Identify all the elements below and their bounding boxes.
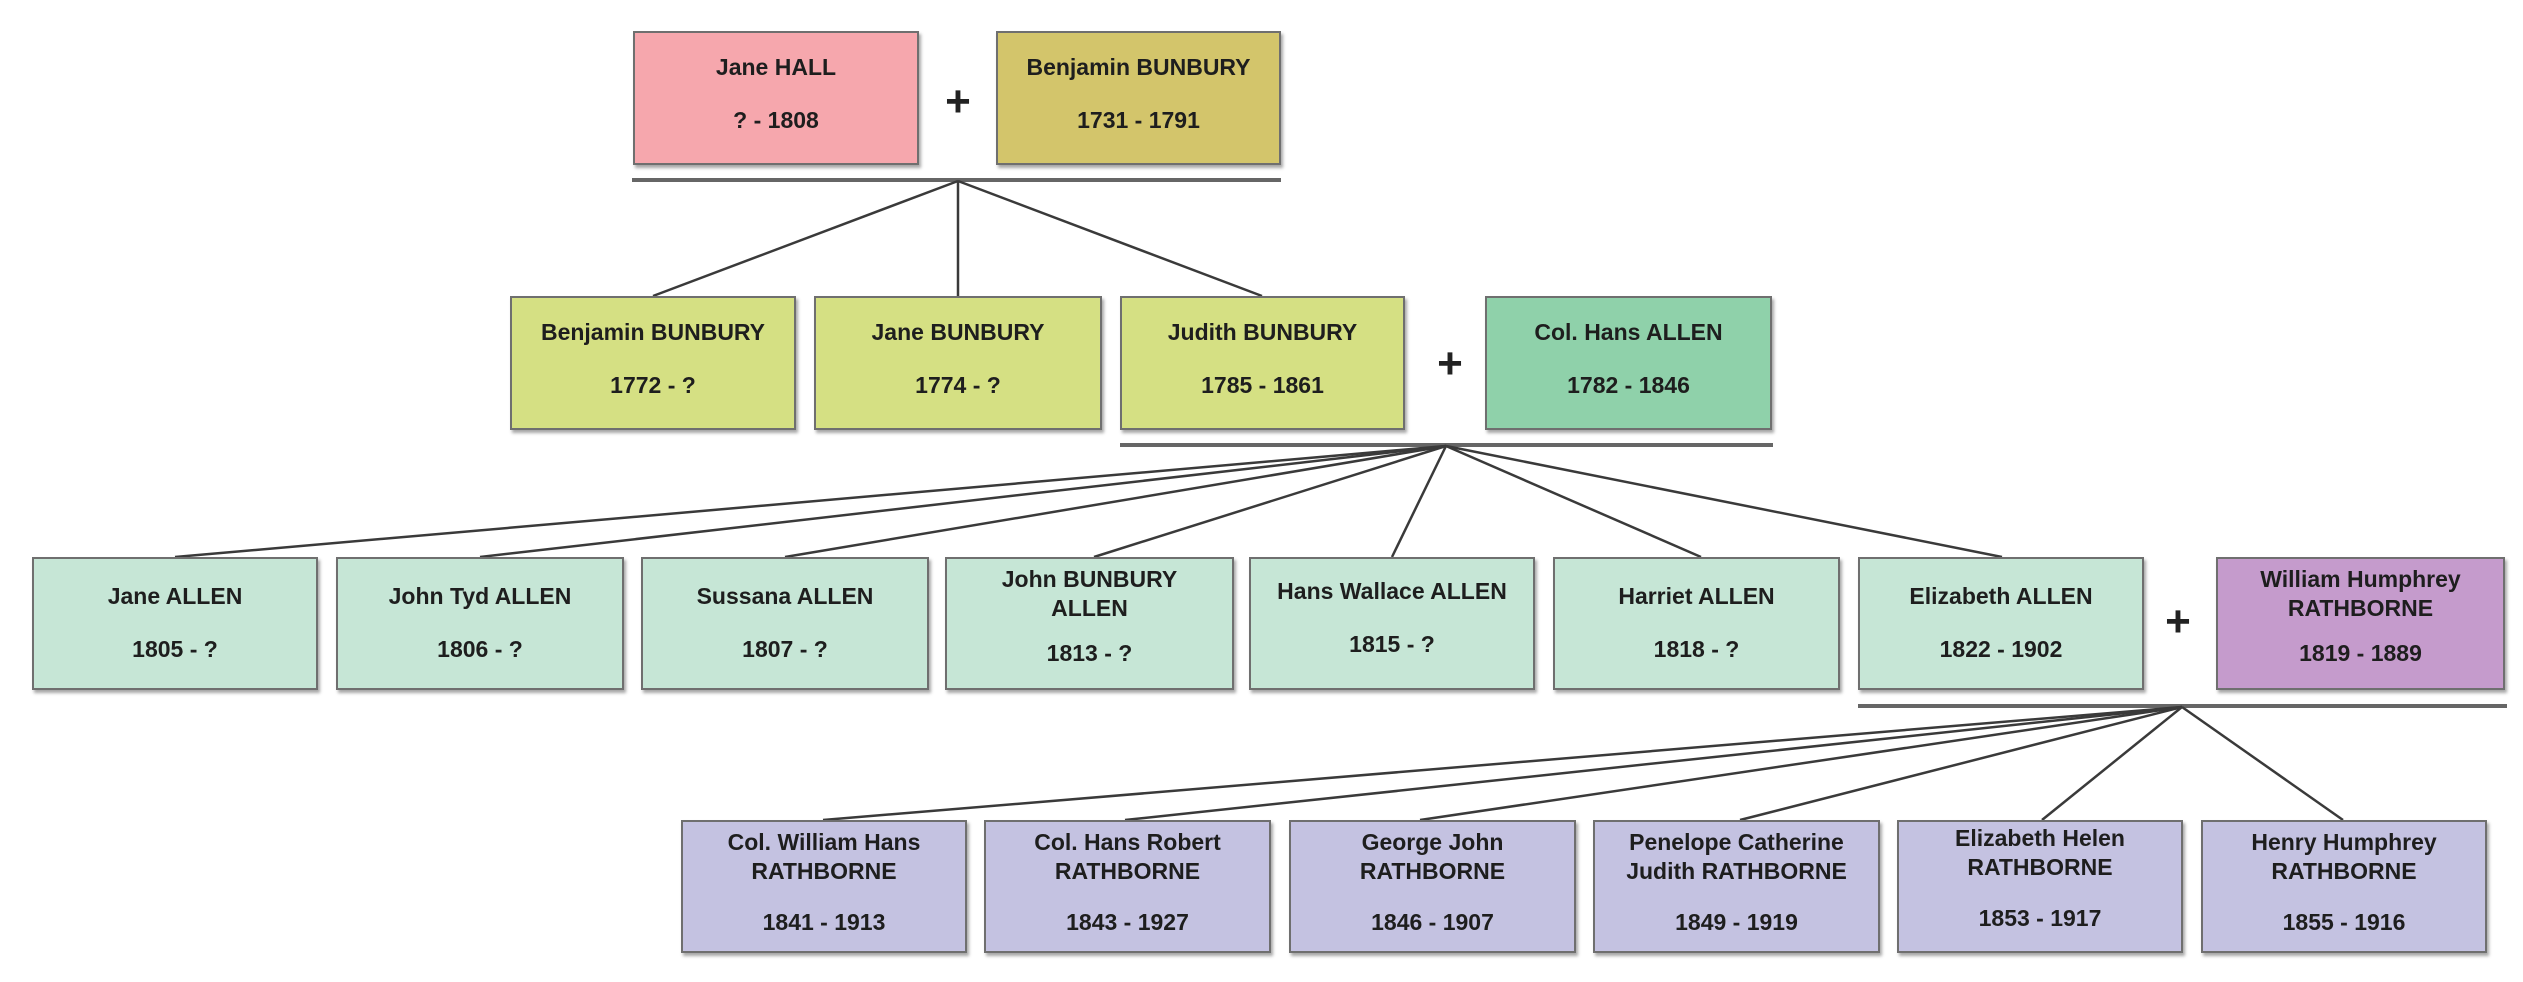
descent-line	[1124, 705, 2183, 822]
person-name: Jane BUNBURY	[871, 319, 1045, 345]
person-card-william-humphrey-rathborne: William Humphrey RATHBORNE 1819 - 1889	[2216, 557, 2505, 690]
person-card-hans-robert-rathborne: Col. Hans Robert RATHBORNE 1843 - 1927	[984, 820, 1271, 953]
marriage-plus-sign: +	[1437, 339, 1463, 388]
descent-line	[957, 179, 1263, 298]
person-card-judith-bunbury: Judith BUNBURY 1785 - 1861	[1120, 296, 1405, 430]
person-years: 1818 - ?	[1653, 636, 1740, 662]
marriage-plus-sign: +	[2165, 597, 2191, 646]
descent-line	[1445, 444, 1702, 559]
person-card-sussana-allen: Sussana ALLEN 1807 - ?	[641, 557, 929, 690]
person-years: 1731 - 1791	[1077, 107, 1200, 133]
marriage-plus-sign: +	[945, 77, 971, 126]
descent-line	[1739, 705, 2183, 822]
person-name: Sussana ALLEN	[696, 583, 874, 609]
person-card-george-john-rathborne: George John RATHBORNE 1846 - 1907	[1289, 820, 1576, 953]
person-card-elizabeth-helen-rathborne: Elizabeth Helen RATHBORNE 1853 - 1917	[1897, 820, 2183, 953]
person-card-hans-allen: Col. Hans ALLEN 1782 - 1846	[1485, 296, 1772, 430]
person-years: 1849 - 1919	[1675, 909, 1798, 935]
person-years: 1813 - ?	[1046, 640, 1133, 666]
person-name: John BUNBURY ALLEN	[1001, 566, 1178, 621]
person-years: 1819 - 1889	[2299, 640, 2422, 666]
person-card-henry-humphrey-rathborne: Henry Humphrey RATHBORNE 1855 - 1916	[2201, 820, 2487, 953]
person-name: Col. Hans ALLEN	[1534, 319, 1723, 345]
person-card-hans-wallace-allen: Hans Wallace ALLEN 1815 - ?	[1249, 557, 1535, 690]
descent-line	[1419, 705, 2183, 822]
person-name: Penelope Catherine Judith RATHBORNE	[1626, 829, 1847, 884]
person-name: Henry Humphrey RATHBORNE	[2251, 829, 2437, 884]
person-years: 1822 - 1902	[1939, 636, 2063, 662]
person-years: 1806 - ?	[437, 636, 523, 662]
person-name: Benjamin BUNBURY	[540, 319, 766, 345]
person-name: George John RATHBORNE	[1359, 829, 1506, 884]
person-card-benjamin-bunbury-jr: Benjamin BUNBURY 1772 - ?	[510, 296, 796, 430]
descent-line	[652, 179, 959, 298]
person-card-elizabeth-allen: Elizabeth ALLEN 1822 - 1902	[1858, 557, 2144, 690]
person-card-benjamin-bunbury-sr: Benjamin BUNBURY 1731 - 1791	[996, 31, 1281, 165]
person-name: Judith BUNBURY	[1167, 319, 1358, 345]
person-card-jane-hall: Jane HALL ? - 1808	[633, 31, 919, 165]
person-name: Elizabeth ALLEN	[1909, 583, 2093, 609]
person-name: Elizabeth Helen RATHBORNE	[1955, 825, 2125, 880]
person-years: 1785 - 1861	[1201, 372, 1324, 398]
person-years: 1782 - 1846	[1567, 372, 1690, 398]
person-name: Jane HALL	[715, 54, 837, 80]
person-name: Col. William Hans RATHBORNE	[727, 829, 921, 884]
person-years: 1772 - ?	[610, 372, 696, 398]
person-years: 1807 - ?	[742, 636, 828, 662]
person-years: ? - 1808	[733, 107, 819, 133]
person-name: Hans Wallace ALLEN	[1277, 578, 1507, 604]
person-card-john-bunbury-allen: John BUNBURY ALLEN 1813 - ?	[945, 557, 1234, 690]
descent-line	[479, 444, 1447, 559]
person-name: Col. Hans Robert RATHBORNE	[1034, 829, 1221, 884]
person-name: Jane ALLEN	[107, 583, 243, 609]
person-years: 1805 - ?	[132, 636, 218, 662]
person-card-penelope-rathborne: Penelope Catherine Judith RATHBORNE 1849…	[1593, 820, 1880, 953]
person-name: John Tyd ALLEN	[388, 583, 572, 609]
descent-line	[1445, 444, 2003, 559]
person-years: 1774 - ?	[915, 372, 1001, 398]
descent-line	[2181, 705, 2344, 822]
person-years: 1853 - 1917	[1978, 905, 2102, 931]
person-card-jane-bunbury: Jane BUNBURY 1774 - ?	[814, 296, 1102, 430]
person-card-john-tyd-allen: John Tyd ALLEN 1806 - ?	[336, 557, 624, 690]
person-name: Benjamin BUNBURY	[1026, 54, 1251, 80]
person-years: 1815 - ?	[1349, 631, 1435, 657]
person-card-jane-allen: Jane ALLEN 1805 - ?	[32, 557, 318, 690]
person-card-harriet-allen: Harriet ALLEN 1818 - ?	[1553, 557, 1840, 690]
person-card-william-hans-rathborne: Col. William Hans RATHBORNE 1841 - 1913	[681, 820, 967, 953]
person-years: 1841 - 1913	[762, 909, 886, 935]
person-years: 1846 - 1907	[1371, 909, 1494, 935]
descent-line	[822, 705, 2183, 822]
person-years: 1855 - 1916	[2282, 909, 2406, 935]
descent-line	[1093, 444, 1447, 559]
person-name: Harriet ALLEN	[1618, 583, 1775, 609]
descent-line	[2041, 706, 2183, 821]
person-name: William Humphrey RATHBORNE	[2260, 566, 2461, 621]
descent-line	[1390, 445, 1448, 558]
descent-line	[784, 444, 1447, 559]
person-years: 1843 - 1927	[1066, 909, 1189, 935]
descent-line	[174, 444, 1447, 559]
